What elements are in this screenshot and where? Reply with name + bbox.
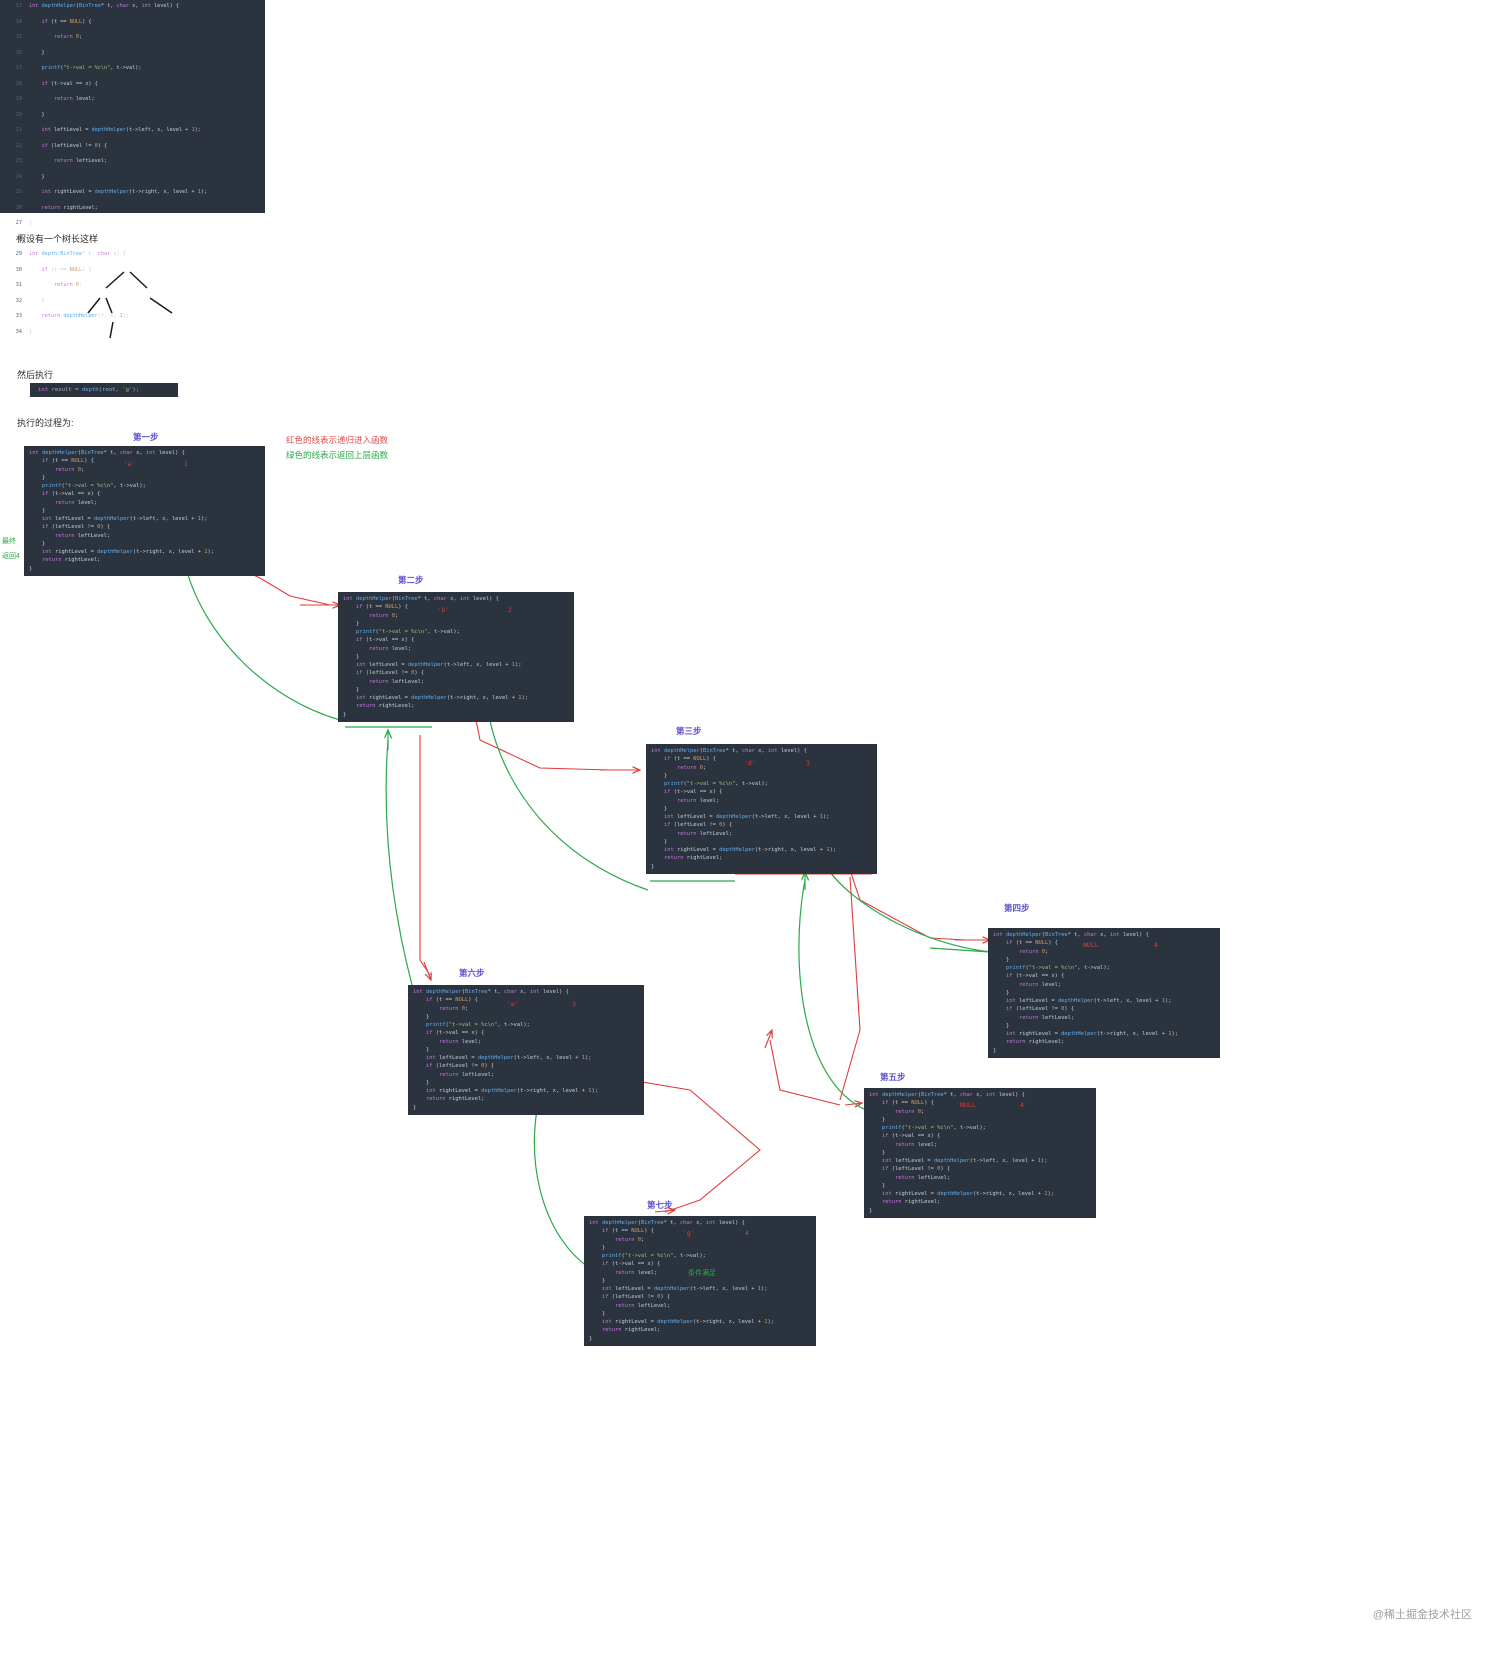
step-title-2: 第二步 — [398, 574, 424, 586]
step-7-arg-level: 4 — [745, 1229, 749, 1237]
step-4-arg-value: NULL — [1083, 941, 1099, 949]
step-6-arg-value: 'e' — [507, 1000, 519, 1008]
step-2-code-block: int depthHelper(BinTree* t, char x, int … — [338, 592, 574, 722]
step-title-6: 第六步 — [459, 967, 485, 979]
step-4-arg-level: 4 — [1154, 941, 1158, 949]
step-2-arg-value: 'b' — [438, 607, 449, 614]
tree-intro-text: 假设有一个树长这样 — [17, 232, 98, 245]
step-7-code-block: int depthHelper(BinTree* t, char x, int … — [584, 1216, 816, 1346]
footer-watermark: @稀土掘金技术社区 — [1373, 1606, 1472, 1622]
step-7-arg-value: 'g' — [683, 1229, 695, 1237]
step-2-arg-level: 2 — [508, 607, 512, 614]
step-3-arg-level: 3 — [806, 759, 810, 767]
step-title-3: 第三步 — [676, 725, 702, 737]
final-return-label-line1: 最终 — [2, 536, 16, 546]
then-run-text: 然后执行 — [17, 368, 53, 381]
step-1-arg-level: 1 — [184, 461, 188, 468]
legend-green-text: 绿色的线表示返回上层函数 — [286, 449, 388, 461]
step-5-arg-level: 4 — [1020, 1101, 1024, 1109]
step-4-code-block: int depthHelper(BinTree* t, char x, int … — [988, 928, 1220, 1058]
legend-red-text: 红色的线表示递归进入函数 — [286, 434, 388, 446]
process-is-text: 执行的过程为: — [17, 416, 74, 429]
step-title-7: 第七步 — [647, 1199, 673, 1211]
step-1-arg-value: 'a' — [124, 461, 135, 468]
step-3-arg-value: 'd' — [744, 759, 756, 767]
step-1-code-block: int depthHelper(BinTree* t, char x, int … — [24, 446, 265, 576]
run-code-snippet: int result = depth(root, 'g'); — [30, 383, 178, 397]
step-5-code-block: int depthHelper(BinTree* t, char x, int … — [864, 1088, 1096, 1218]
main-code-listing: 13int depthHelper(BinTree* t, char x, in… — [0, 0, 265, 213]
step-6-arg-level: 3 — [572, 1000, 576, 1008]
step-6-code-block: int depthHelper(BinTree* t, char x, int … — [408, 985, 644, 1115]
step-title-4: 第四步 — [1004, 902, 1030, 914]
step-title-1: 第一步 — [133, 431, 159, 443]
condition-satisfied-note: 条件满足 — [688, 1268, 716, 1278]
step-5-arg-value: NULL — [960, 1101, 976, 1109]
final-return-label-line2: 返回4 — [2, 551, 20, 561]
step-3-code-block: int depthHelper(BinTree* t, char x, int … — [646, 744, 877, 874]
step-title-5: 第五步 — [880, 1071, 906, 1083]
